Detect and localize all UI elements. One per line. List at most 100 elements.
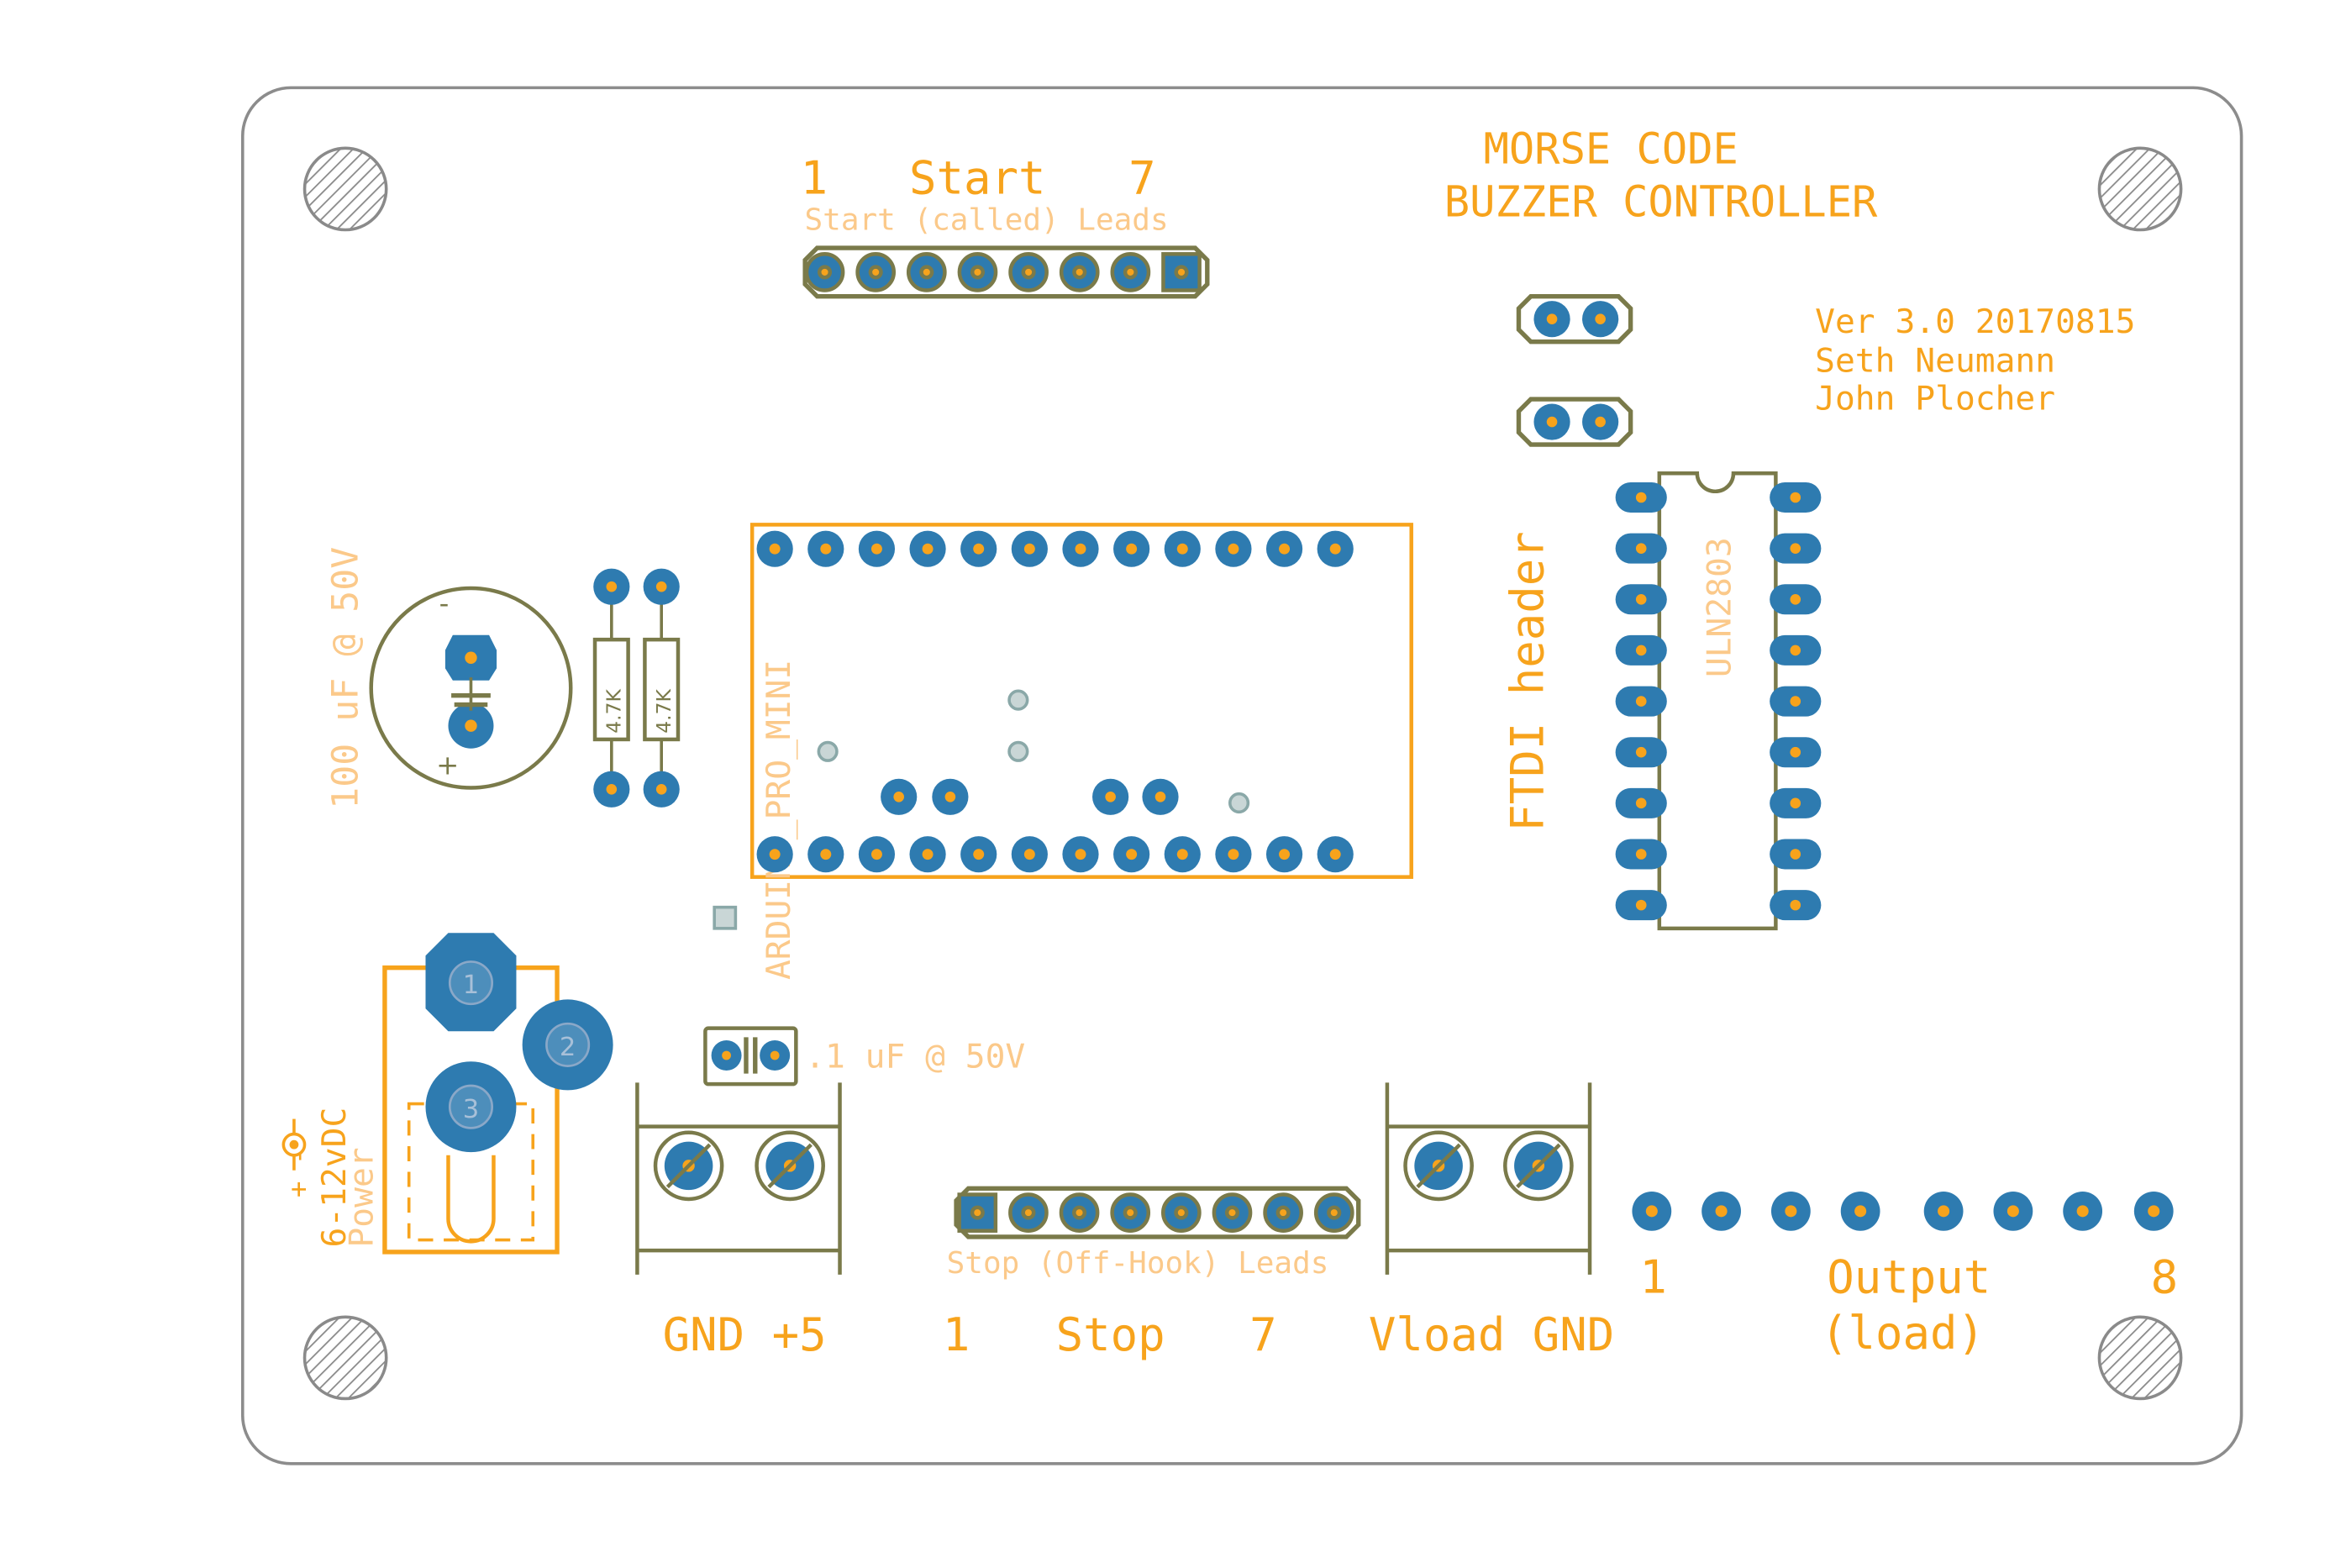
pad-drill [1279, 849, 1291, 860]
author-label: John Plocher [1815, 380, 2055, 418]
power-voltage-label: 6-12vDC [315, 1108, 354, 1248]
mounting-holes [302, 146, 2183, 1401]
pad-drill [1790, 645, 1801, 656]
pad-drill [2148, 1205, 2160, 1218]
stop-pin-last-label: 7 [1249, 1308, 1276, 1361]
pad-drill [1790, 899, 1801, 911]
start-caption: Start (called) Leads [805, 203, 1169, 238]
pad-drill [1075, 849, 1086, 860]
stop-name-label: Stop [1056, 1308, 1165, 1361]
resistor-label: 4.7K [652, 689, 676, 734]
pad-drill [1645, 1205, 1658, 1218]
pad-drill [769, 543, 781, 555]
pad-drill [919, 265, 934, 280]
pad-drill [1635, 746, 1647, 758]
pad-drill [2076, 1205, 2089, 1218]
pad-drill [820, 849, 832, 860]
pad-drill [1279, 543, 1291, 555]
arduino-inner-pads [881, 778, 1179, 815]
stop-caption: Stop (Off-Hook) Leads [947, 1246, 1329, 1281]
pad-drill [1023, 543, 1035, 555]
pad-drill [1635, 797, 1647, 809]
pad-drill [970, 1205, 985, 1220]
jack-pin-label: 2 [560, 1033, 576, 1062]
pad-drill [1329, 543, 1341, 555]
pad-drill [1329, 849, 1341, 860]
power-jack: 1 2 3 [382, 933, 613, 1255]
author-label: Seth Neumann [1815, 342, 2055, 381]
polarity-label: + - [282, 1149, 314, 1197]
pad-drill [870, 543, 882, 555]
pad-drill [1123, 1205, 1138, 1220]
pad-drill [817, 265, 833, 280]
pad-drill [1790, 543, 1801, 554]
pad-drill [1938, 1205, 1950, 1218]
capacitor-0-1uf [703, 1026, 798, 1087]
pad-drill [1854, 1205, 1867, 1218]
pad-drill [769, 849, 781, 860]
pad-drill [1228, 543, 1239, 555]
arduino-label: ARDUINO_PRO_MINI [760, 660, 798, 980]
arduino-outline [749, 523, 1413, 879]
jack-pin-label: 1 [463, 971, 479, 1000]
pad-drill [1635, 849, 1647, 860]
pad-drill [1123, 265, 1138, 280]
pad-drill [820, 543, 832, 555]
arduino-small-pads [713, 689, 1250, 930]
pad-drill [1176, 543, 1188, 555]
resistor-pair: 4.7K 4.7K [592, 568, 681, 808]
start-name-label: Start [909, 151, 1045, 204]
power-polarity-symbol [281, 1118, 307, 1171]
start-pin-first-label: 1 [801, 151, 828, 204]
pad-drill [1635, 899, 1647, 911]
ftdi-label: FTDI header [1501, 531, 1554, 831]
ic-label: ULN2803 [1700, 537, 1738, 677]
pad-drill [1224, 1205, 1240, 1220]
board-outline [240, 86, 2243, 1465]
resistor-label: 4.7K [602, 689, 626, 734]
pad-drill [1075, 543, 1086, 555]
pad-drill [1715, 1205, 1728, 1218]
pad-drill [1126, 849, 1138, 860]
start-header-pins [802, 245, 1210, 299]
pad-drill [1790, 797, 1801, 809]
pad-drill [973, 543, 985, 555]
pad-drill [1790, 849, 1801, 860]
pad-drill [1635, 593, 1647, 605]
pad-drill [1023, 849, 1035, 860]
capacitor-minus-label: - [439, 587, 450, 619]
pad-drill [2007, 1205, 2019, 1218]
capacitor-100uf-label: 100 uF @ 50V [325, 547, 367, 809]
jack-pin-label: 3 [463, 1095, 479, 1124]
mounting-hole-top-left [302, 146, 388, 232]
pad-drill [1790, 746, 1801, 758]
terminal-left-label: GND +5 [663, 1308, 827, 1361]
stop-pin-first-label: 1 [943, 1308, 970, 1361]
mounting-hole-top-right [2097, 146, 2183, 232]
pad-drill [1021, 1205, 1036, 1220]
pad-drill [973, 849, 985, 860]
pad-drill [1790, 492, 1801, 503]
output-pin-last-label: 8 [2151, 1251, 2179, 1304]
mounting-hole-bottom-left [302, 1315, 388, 1401]
output-name-label: Output [1827, 1251, 1991, 1304]
ic-body [1657, 471, 1778, 931]
power-label: Power [343, 1147, 381, 1247]
pad-drill [1785, 1205, 1797, 1218]
pad-drill [1021, 265, 1036, 280]
pad-drill [1635, 543, 1647, 554]
title-line1: MORSE CODE [1484, 124, 1738, 173]
version-label: Ver 3.0 20170815 [1815, 303, 2135, 341]
pad-drill [1790, 696, 1801, 707]
screw-terminal-right [1385, 1082, 1592, 1275]
terminal-right-label: Vload GND [1369, 1308, 1614, 1361]
mounting-hole-bottom-right [2097, 1315, 2183, 1401]
pad-drill [1635, 645, 1647, 656]
pad-drill [1072, 265, 1087, 280]
pad-drill [870, 849, 882, 860]
arduino-pins [756, 530, 1354, 873]
output-pins [1632, 1191, 2174, 1231]
start-pin-last-label: 7 [1128, 151, 1155, 204]
pad-drill [868, 265, 883, 280]
